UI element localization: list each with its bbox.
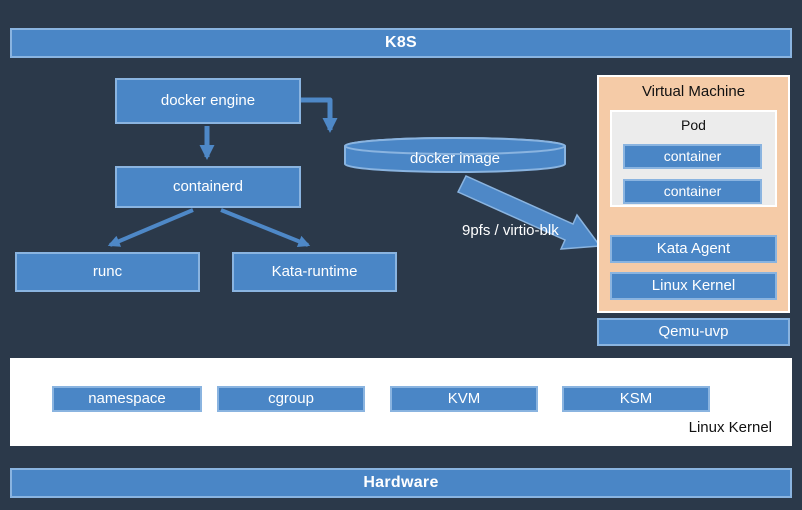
docker-engine-box: docker engine [115, 78, 301, 124]
engine-to-image-arrow [301, 97, 338, 133]
qemu-uvp-box: Qemu-uvp [597, 318, 790, 346]
cgroup-label: cgroup [268, 389, 314, 407]
containerd-to-runc-arrow [107, 208, 194, 247]
runc-label: runc [92, 262, 123, 280]
pod-title: Pod [681, 117, 706, 133]
transport-arrow-label: 9pfs / virtio-blk [462, 222, 559, 239]
hardware-label: Hardware [363, 474, 439, 492]
container-box: container [623, 179, 762, 204]
host-linux-kernel-label: Linux Kernel [688, 419, 772, 436]
kata-agent-box: Kata Agent [610, 235, 777, 263]
hardware-bar: Hardware [10, 468, 792, 498]
kata-runtime-label: Kata-runtime [271, 262, 358, 280]
containerd-to-kata-runtime-arrow [220, 208, 311, 247]
guest-linux-kernel-box: Linux Kernel [610, 272, 777, 300]
k8s-label: K8S [384, 34, 418, 52]
runc-box: runc [15, 252, 200, 292]
guest-linux-kernel-label: Linux Kernel [651, 276, 736, 294]
kata-agent-label: Kata Agent [656, 239, 731, 257]
docker-image-label: docker image [409, 149, 501, 167]
virtual-machine-title: Virtual Machine [641, 83, 746, 100]
ksm-box: KSM [562, 386, 710, 412]
namespace-label: namespace [88, 389, 166, 407]
cgroup-box: cgroup [217, 386, 365, 412]
container-box: container [623, 144, 762, 169]
kvm-box: KVM [390, 386, 538, 412]
namespace-box: namespace [52, 386, 202, 412]
virtual-machine-box: Virtual Machine Pod container container … [597, 75, 790, 313]
container-label: container [663, 182, 722, 199]
kata-runtime-box: Kata-runtime [232, 252, 397, 292]
k8s-bar: K8S [10, 28, 792, 58]
pod-box: Pod container container [610, 110, 777, 207]
qemu-uvp-label: Qemu-uvp [658, 322, 729, 340]
ksm-label: KSM [619, 389, 653, 407]
host-kernel-band: namespace cgroup KVM KSM Linux Kernel [10, 358, 792, 446]
containerd-label: containerd [172, 177, 244, 195]
kvm-label: KVM [447, 389, 481, 407]
container-label: container [663, 147, 722, 164]
containerd-box: containerd [115, 166, 301, 208]
docker-engine-label: docker engine [160, 91, 256, 109]
